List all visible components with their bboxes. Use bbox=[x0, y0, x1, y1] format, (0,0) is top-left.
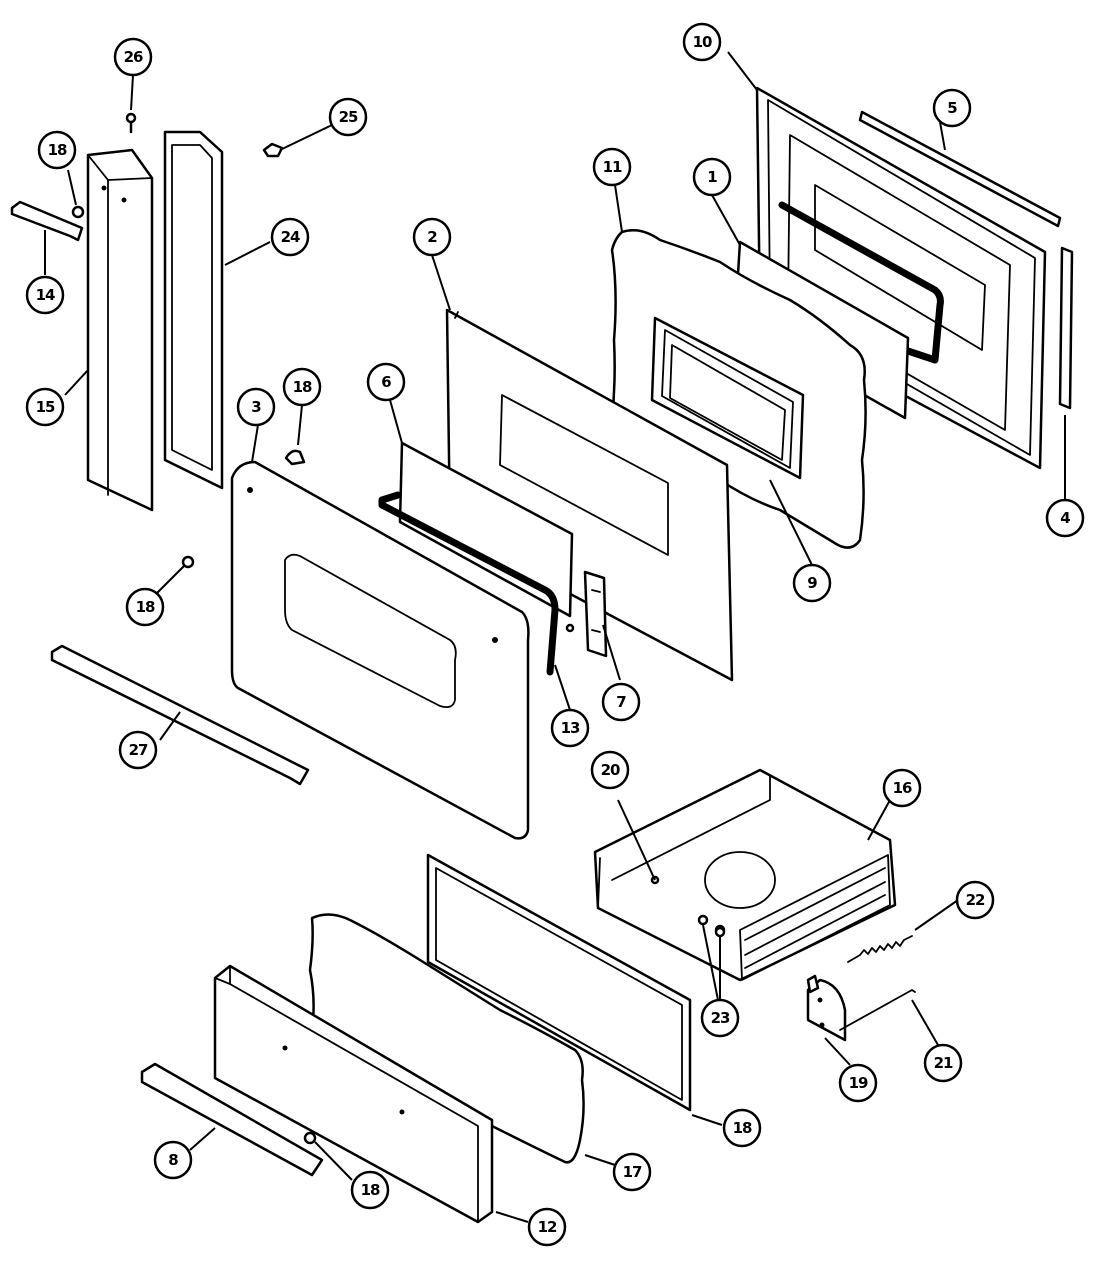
callout-4: 4 bbox=[1045, 498, 1085, 538]
callout-6: 6 bbox=[366, 362, 406, 402]
callout-24: 22 bbox=[955, 880, 995, 920]
svg-text:11: 11 bbox=[603, 158, 622, 176]
part-nut-top bbox=[71, 205, 85, 219]
part-end-cap bbox=[10, 200, 84, 242]
callout-13: 13 bbox=[550, 708, 590, 748]
callout-11: 11 bbox=[592, 147, 632, 187]
callout-20: 18 bbox=[282, 367, 322, 407]
callout-3: 3 bbox=[236, 387, 276, 427]
part-bottom-trim-bar bbox=[50, 644, 310, 786]
svg-text:18: 18 bbox=[733, 1119, 752, 1137]
part-inner-door-panel bbox=[445, 308, 734, 682]
part-nut-middle bbox=[181, 555, 195, 569]
callout-18-middle: 18 bbox=[125, 587, 165, 627]
svg-text:4: 4 bbox=[1060, 509, 1070, 527]
svg-text:23: 23 bbox=[711, 1009, 730, 1027]
svg-text:12: 12 bbox=[538, 1218, 557, 1236]
callout-25: 23 bbox=[700, 998, 740, 1038]
svg-text:15: 15 bbox=[36, 398, 55, 416]
svg-text:10: 10 bbox=[693, 33, 712, 51]
part-drawer-bracket bbox=[806, 974, 847, 1042]
part-drawer-panel bbox=[426, 853, 692, 1112]
part-top-strip bbox=[858, 110, 1062, 228]
part-spring bbox=[847, 935, 913, 963]
callout-22: 20 bbox=[590, 750, 630, 790]
callout-23: 21 bbox=[923, 1043, 963, 1083]
callout-16: 16 bbox=[882, 768, 922, 808]
svg-text:17: 17 bbox=[623, 1163, 642, 1181]
callout-17: 17 bbox=[612, 1152, 652, 1192]
part-outer-door-panel bbox=[755, 86, 1047, 470]
leader-lines bbox=[44, 51, 1066, 1223]
part-drawer-front bbox=[213, 964, 494, 1224]
part-window-frame bbox=[650, 316, 805, 480]
svg-text:18: 18 bbox=[136, 598, 155, 616]
svg-text:9: 9 bbox=[807, 574, 817, 592]
callout-18-bottom: 18 bbox=[350, 1170, 390, 1210]
callout-1: 1 bbox=[692, 157, 732, 197]
part-clip bbox=[262, 142, 284, 158]
svg-text:14: 14 bbox=[36, 286, 55, 304]
svg-text:2: 2 bbox=[427, 228, 437, 246]
part-outer-door bbox=[230, 460, 530, 840]
part-nut-bottom bbox=[303, 1131, 317, 1145]
callout-19: 18 bbox=[722, 1108, 762, 1148]
svg-text:7: 7 bbox=[616, 693, 626, 711]
svg-text:27: 27 bbox=[129, 741, 148, 759]
callout-26: 24 bbox=[270, 217, 310, 257]
callout-10: 10 bbox=[682, 22, 722, 62]
part-trim-frame bbox=[163, 130, 224, 490]
svg-text:18: 18 bbox=[361, 1181, 380, 1199]
svg-text:22: 22 bbox=[966, 891, 985, 909]
callout-5: 5 bbox=[932, 88, 972, 128]
callout-29: 27 bbox=[118, 730, 158, 770]
callout-7: 7 bbox=[601, 682, 641, 722]
callout-15: 15 bbox=[25, 387, 65, 427]
svg-text:18: 18 bbox=[293, 378, 312, 396]
part-drawer-screws bbox=[697, 914, 726, 938]
svg-text:3: 3 bbox=[251, 398, 261, 416]
callout-14: 14 bbox=[25, 275, 65, 315]
svg-text:1: 1 bbox=[707, 168, 717, 186]
part-drawer-trim-bar bbox=[140, 1062, 324, 1177]
part-side-strip bbox=[1058, 246, 1074, 410]
callout-12: 12 bbox=[527, 1207, 567, 1247]
svg-text:19: 19 bbox=[849, 1074, 868, 1092]
part-screw-top bbox=[125, 112, 137, 134]
svg-text:18: 18 bbox=[48, 141, 67, 159]
svg-text:25: 25 bbox=[339, 108, 358, 126]
callout-28: 26 bbox=[113, 37, 153, 77]
part-door-gasket bbox=[378, 491, 559, 676]
svg-text:16: 16 bbox=[893, 779, 912, 797]
callout-9: 9 bbox=[792, 563, 832, 603]
callout-2: 2 bbox=[412, 217, 452, 257]
part-drawer bbox=[593, 768, 897, 982]
part-hinge-bracket bbox=[565, 570, 608, 658]
callouts: 10 5 4 1 11 9 2 6 3 18 7 13 15 24 25 26 … bbox=[25, 22, 1085, 1247]
svg-text:26: 26 bbox=[124, 48, 143, 66]
svg-text:6: 6 bbox=[381, 373, 391, 391]
callout-27: 25 bbox=[328, 97, 368, 137]
part-screw-door bbox=[284, 449, 306, 466]
svg-text:21: 21 bbox=[934, 1054, 953, 1072]
callout-18-top: 18 bbox=[37, 130, 77, 170]
part-left-side-trim bbox=[86, 148, 154, 512]
svg-text:13: 13 bbox=[561, 719, 580, 737]
svg-text:8: 8 bbox=[168, 1151, 178, 1169]
callout-8: 8 bbox=[153, 1140, 193, 1180]
svg-text:5: 5 bbox=[947, 99, 957, 117]
callout-21: 19 bbox=[838, 1063, 878, 1103]
part-rod bbox=[839, 989, 916, 1031]
svg-text:20: 20 bbox=[601, 761, 620, 779]
svg-text:24: 24 bbox=[281, 228, 300, 246]
